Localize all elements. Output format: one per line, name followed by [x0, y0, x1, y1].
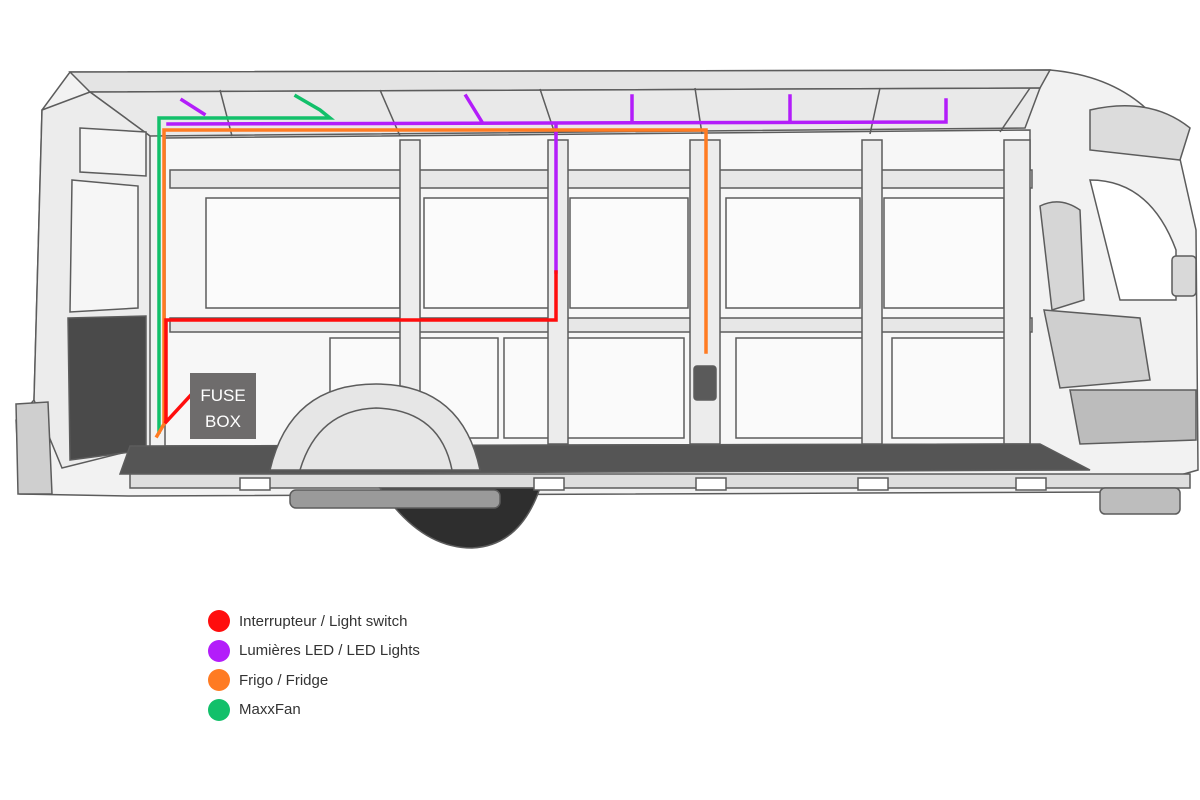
legend-dot: [208, 639, 230, 662]
legend-item-maxxfan: MaxxFan: [208, 698, 420, 721]
legend-dot: [208, 698, 230, 721]
van-body: [15, 69, 1199, 549]
light-switch-wire: [163, 270, 558, 425]
maxxfan-wire: [157, 93, 335, 434]
legend-label: Interrupteur / Light switch: [239, 612, 408, 630]
fuse-box-label-line2: BOX: [205, 412, 241, 431]
fuse-box-rect: [190, 373, 256, 439]
fridge-wire: [154, 128, 708, 439]
legend-item-led-lights: Lumières LED / LED Lights: [208, 639, 420, 662]
legend-label: MaxxFan: [239, 701, 301, 718]
fuse-box: FUSE BOX: [190, 373, 256, 439]
led-lights-wire: [166, 93, 948, 274]
legend-dot: [208, 610, 230, 632]
legend-label: Frigo / Fridge: [239, 671, 329, 689]
fuse-box-label-line1: FUSE: [200, 386, 245, 405]
legend-label: Lumières LED / LED Lights: [239, 642, 420, 659]
van-wiring-diagram: FUSE BOX: [15, 69, 1199, 549]
legend: Interrupteur / Light switch Lumières LED…: [208, 610, 420, 728]
legend-item-light-switch: Interrupteur / Light switch: [208, 610, 420, 632]
legend-item-fridge: Frigo / Fridge: [208, 669, 420, 691]
legend-dot: [208, 669, 230, 691]
